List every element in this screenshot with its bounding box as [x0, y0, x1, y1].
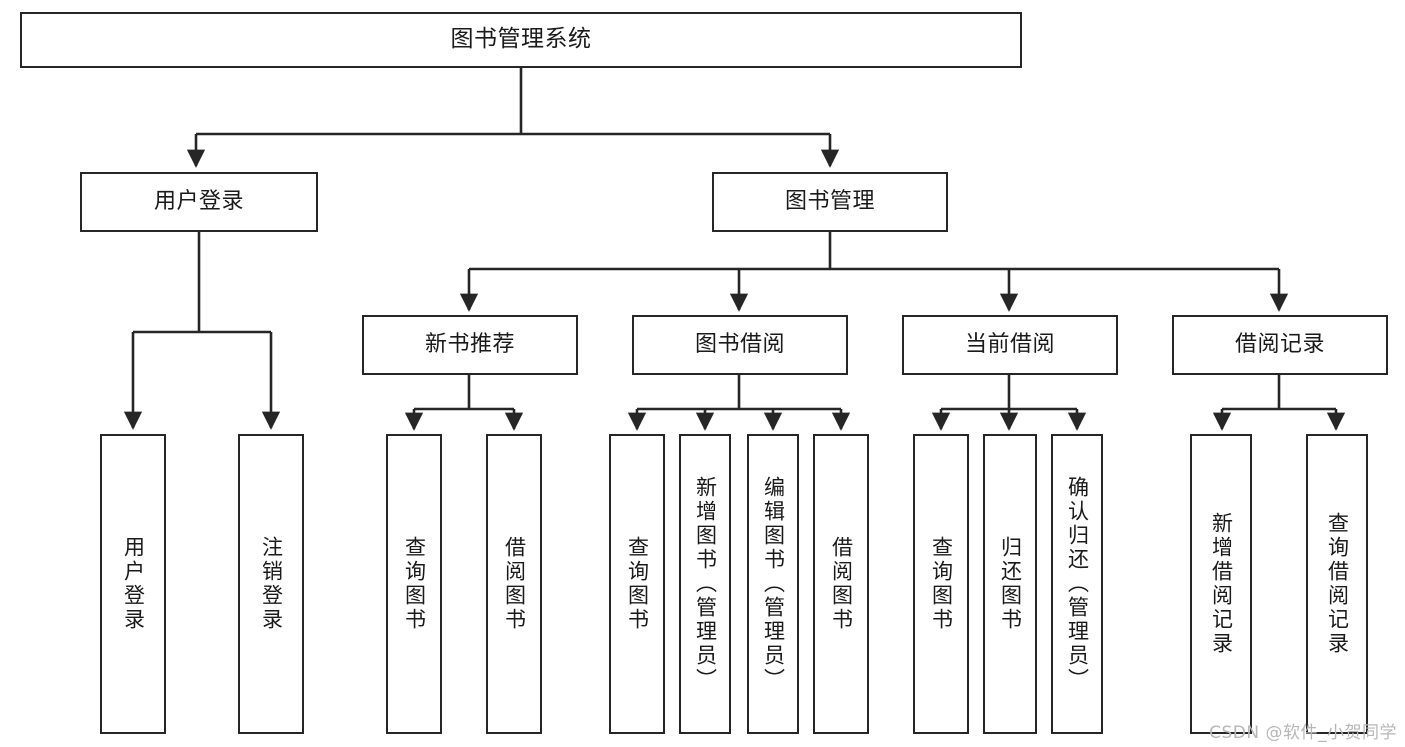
node-book-management[interactable]: 图书管理 — [712, 172, 948, 232]
leaf-logout[interactable]: 注销登录 — [238, 434, 304, 734]
leaf-query-record[interactable]: 查询借阅记录 — [1306, 434, 1368, 734]
leaf-borrow-book-1-label: 借阅图书 — [502, 536, 527, 632]
leaf-query-book-3-label: 查询图书 — [929, 536, 954, 632]
node-user-login[interactable]: 用户登录 — [80, 172, 318, 232]
leaf-add-book-label: 新增图书（管理员） — [693, 476, 718, 692]
node-book-borrow[interactable]: 图书借阅 — [632, 315, 848, 375]
node-borrow-records-label: 借阅记录 — [1234, 332, 1325, 358]
leaf-confirm-return[interactable]: 确认归还（管理员） — [1051, 434, 1103, 734]
node-root-label: 图书管理系统 — [450, 26, 592, 53]
node-root[interactable]: 图书管理系统 — [20, 12, 1022, 68]
node-new-book-recommend[interactable]: 新书推荐 — [362, 315, 578, 375]
leaf-borrow-book-2-label: 借阅图书 — [829, 536, 854, 632]
leaf-query-book-1-label: 查询图书 — [402, 536, 427, 632]
leaf-add-book[interactable]: 新增图书（管理员） — [679, 434, 731, 734]
leaf-return-book[interactable]: 归还图书 — [983, 434, 1037, 734]
leaf-query-book-2[interactable]: 查询图书 — [609, 434, 665, 734]
leaf-confirm-return-label: 确认归还（管理员） — [1065, 476, 1090, 692]
node-book-management-label: 图书管理 — [784, 189, 875, 215]
leaf-borrow-book-2[interactable]: 借阅图书 — [813, 434, 869, 734]
leaf-edit-book-label: 编辑图书（管理员） — [761, 476, 786, 692]
leaf-borrow-book-1[interactable]: 借阅图书 — [486, 434, 542, 734]
leaf-return-book-label: 归还图书 — [998, 536, 1023, 632]
leaf-user-login[interactable]: 用户登录 — [100, 434, 166, 734]
leaf-query-book-2-label: 查询图书 — [625, 536, 650, 632]
node-current-borrow[interactable]: 当前借阅 — [902, 315, 1118, 375]
node-current-borrow-label: 当前借阅 — [964, 332, 1055, 358]
watermark-text: CSDN @软件_小贺同学 — [1209, 723, 1397, 743]
leaf-query-record-label: 查询借阅记录 — [1325, 512, 1350, 656]
node-book-borrow-label: 图书借阅 — [694, 332, 785, 358]
node-user-login-label: 用户登录 — [153, 189, 244, 215]
node-borrow-records[interactable]: 借阅记录 — [1172, 315, 1388, 375]
leaf-edit-book[interactable]: 编辑图书（管理员） — [747, 434, 799, 734]
leaf-query-book-3[interactable]: 查询图书 — [913, 434, 969, 734]
leaf-query-book-1[interactable]: 查询图书 — [386, 434, 442, 734]
leaf-add-record[interactable]: 新增借阅记录 — [1190, 434, 1252, 734]
node-new-book-recommend-label: 新书推荐 — [424, 332, 515, 358]
leaf-logout-label: 注销登录 — [259, 536, 284, 632]
leaf-user-login-label: 用户登录 — [121, 536, 146, 632]
leaf-add-record-label: 新增借阅记录 — [1209, 512, 1234, 656]
